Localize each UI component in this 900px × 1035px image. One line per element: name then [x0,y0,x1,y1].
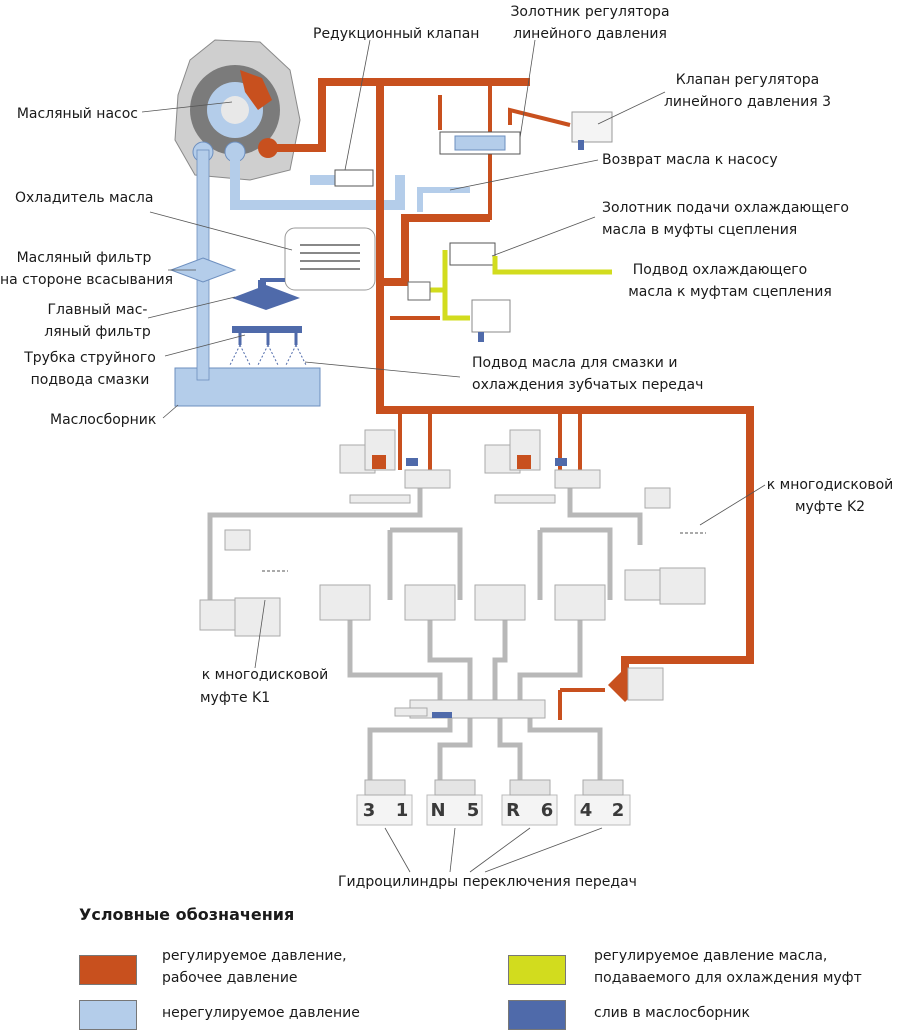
label-k1-2: муфте K1 [200,690,271,706]
line-pressure-valve-3 [571,111,613,143]
label-cool-spool-2: масла в муфты сцепления [602,222,798,238]
label-reduction-valve: Редукционный клапан [313,26,480,42]
gear-label: 1 [395,800,409,821]
label-main-filter-2: ляный фильтр [44,324,151,340]
label-line-spool-1: Золотник регулятора [510,4,670,20]
label-shift-cylinders: Гидроцилиндры переключения передач [338,874,637,890]
label-jet-tube-1: Трубка струйного [24,350,156,366]
gear-label: 5 [466,800,480,821]
label-line-spool-2: линейного давления [513,26,667,42]
legend-unregulated: нерегулируемое давление [162,1005,360,1021]
gear-label: 4 [579,800,593,821]
legend-regulated-1: регулируемое давление, [162,948,347,964]
gear-label: N [430,800,446,821]
gear-label: 2 [611,800,625,821]
label-sump: Маслосборник [50,412,157,428]
label-k2-2: муфте K2 [794,499,866,515]
label-gear-lube-1: Подвод масла для смазки и [472,355,678,371]
label-cooler: Охладитель масла [15,190,154,206]
jet-lube-tube [232,326,302,333]
suction-filter [169,257,237,283]
main-oil-filter [232,285,300,310]
label-k1-1: к многодисковой [201,667,329,683]
legend-swatch-drain [508,1000,566,1030]
label-cool-supply-2: масла к муфтам сцепления [628,284,832,300]
label-gear-lube-2: охлаждения зубчатых передач [472,377,704,393]
gear-label: 6 [540,800,554,821]
shift-cylinder-n-5 [426,794,483,826]
label-pump: Масляный насос [16,106,138,122]
label-k2-1: к многодисковой [766,477,894,493]
legend-swatch-unregulated [79,1000,137,1030]
shift-cylinder-3-1 [356,794,413,826]
label-suction-filter-1: Масляный фильтр [16,250,152,266]
gear-label: R [506,800,520,821]
oil-cooler [284,227,376,291]
label-main-filter-1: Главный мас- [47,302,148,318]
reduction-valve [334,169,374,187]
legend-swatch-regulated [79,955,137,985]
legend-title: Условные обозначения [79,905,295,924]
shift-cylinder-r-6 [501,794,558,826]
legend-swatch-cooling [508,955,566,985]
label-suction-filter-2: на стороне всасывания [0,272,174,288]
label-jet-tube-2: подвода смазки [30,372,150,388]
legend-cooling-2: подаваемого для охлаждения муфт [594,970,862,986]
label-cool-supply-1: Подвод охлаждающего [632,262,808,278]
legend-regulated-2: рабочее давление [162,970,298,986]
legend-drain: слив в маслосборник [594,1005,750,1021]
label-cool-spool-1: Золотник подачи охлаждающего [602,200,849,216]
label-line-valve-2: линейного давления 3 [663,94,832,110]
cooling-spool [449,242,496,266]
legend-cooling-1: регулируемое давление масла, [594,948,828,964]
shift-cylinder-4-2 [574,794,631,826]
gear-label: 3 [362,800,376,821]
label-return-pump: Возврат масла к насосу [602,152,778,168]
label-line-valve-1: Клапан регулятора [675,72,820,88]
